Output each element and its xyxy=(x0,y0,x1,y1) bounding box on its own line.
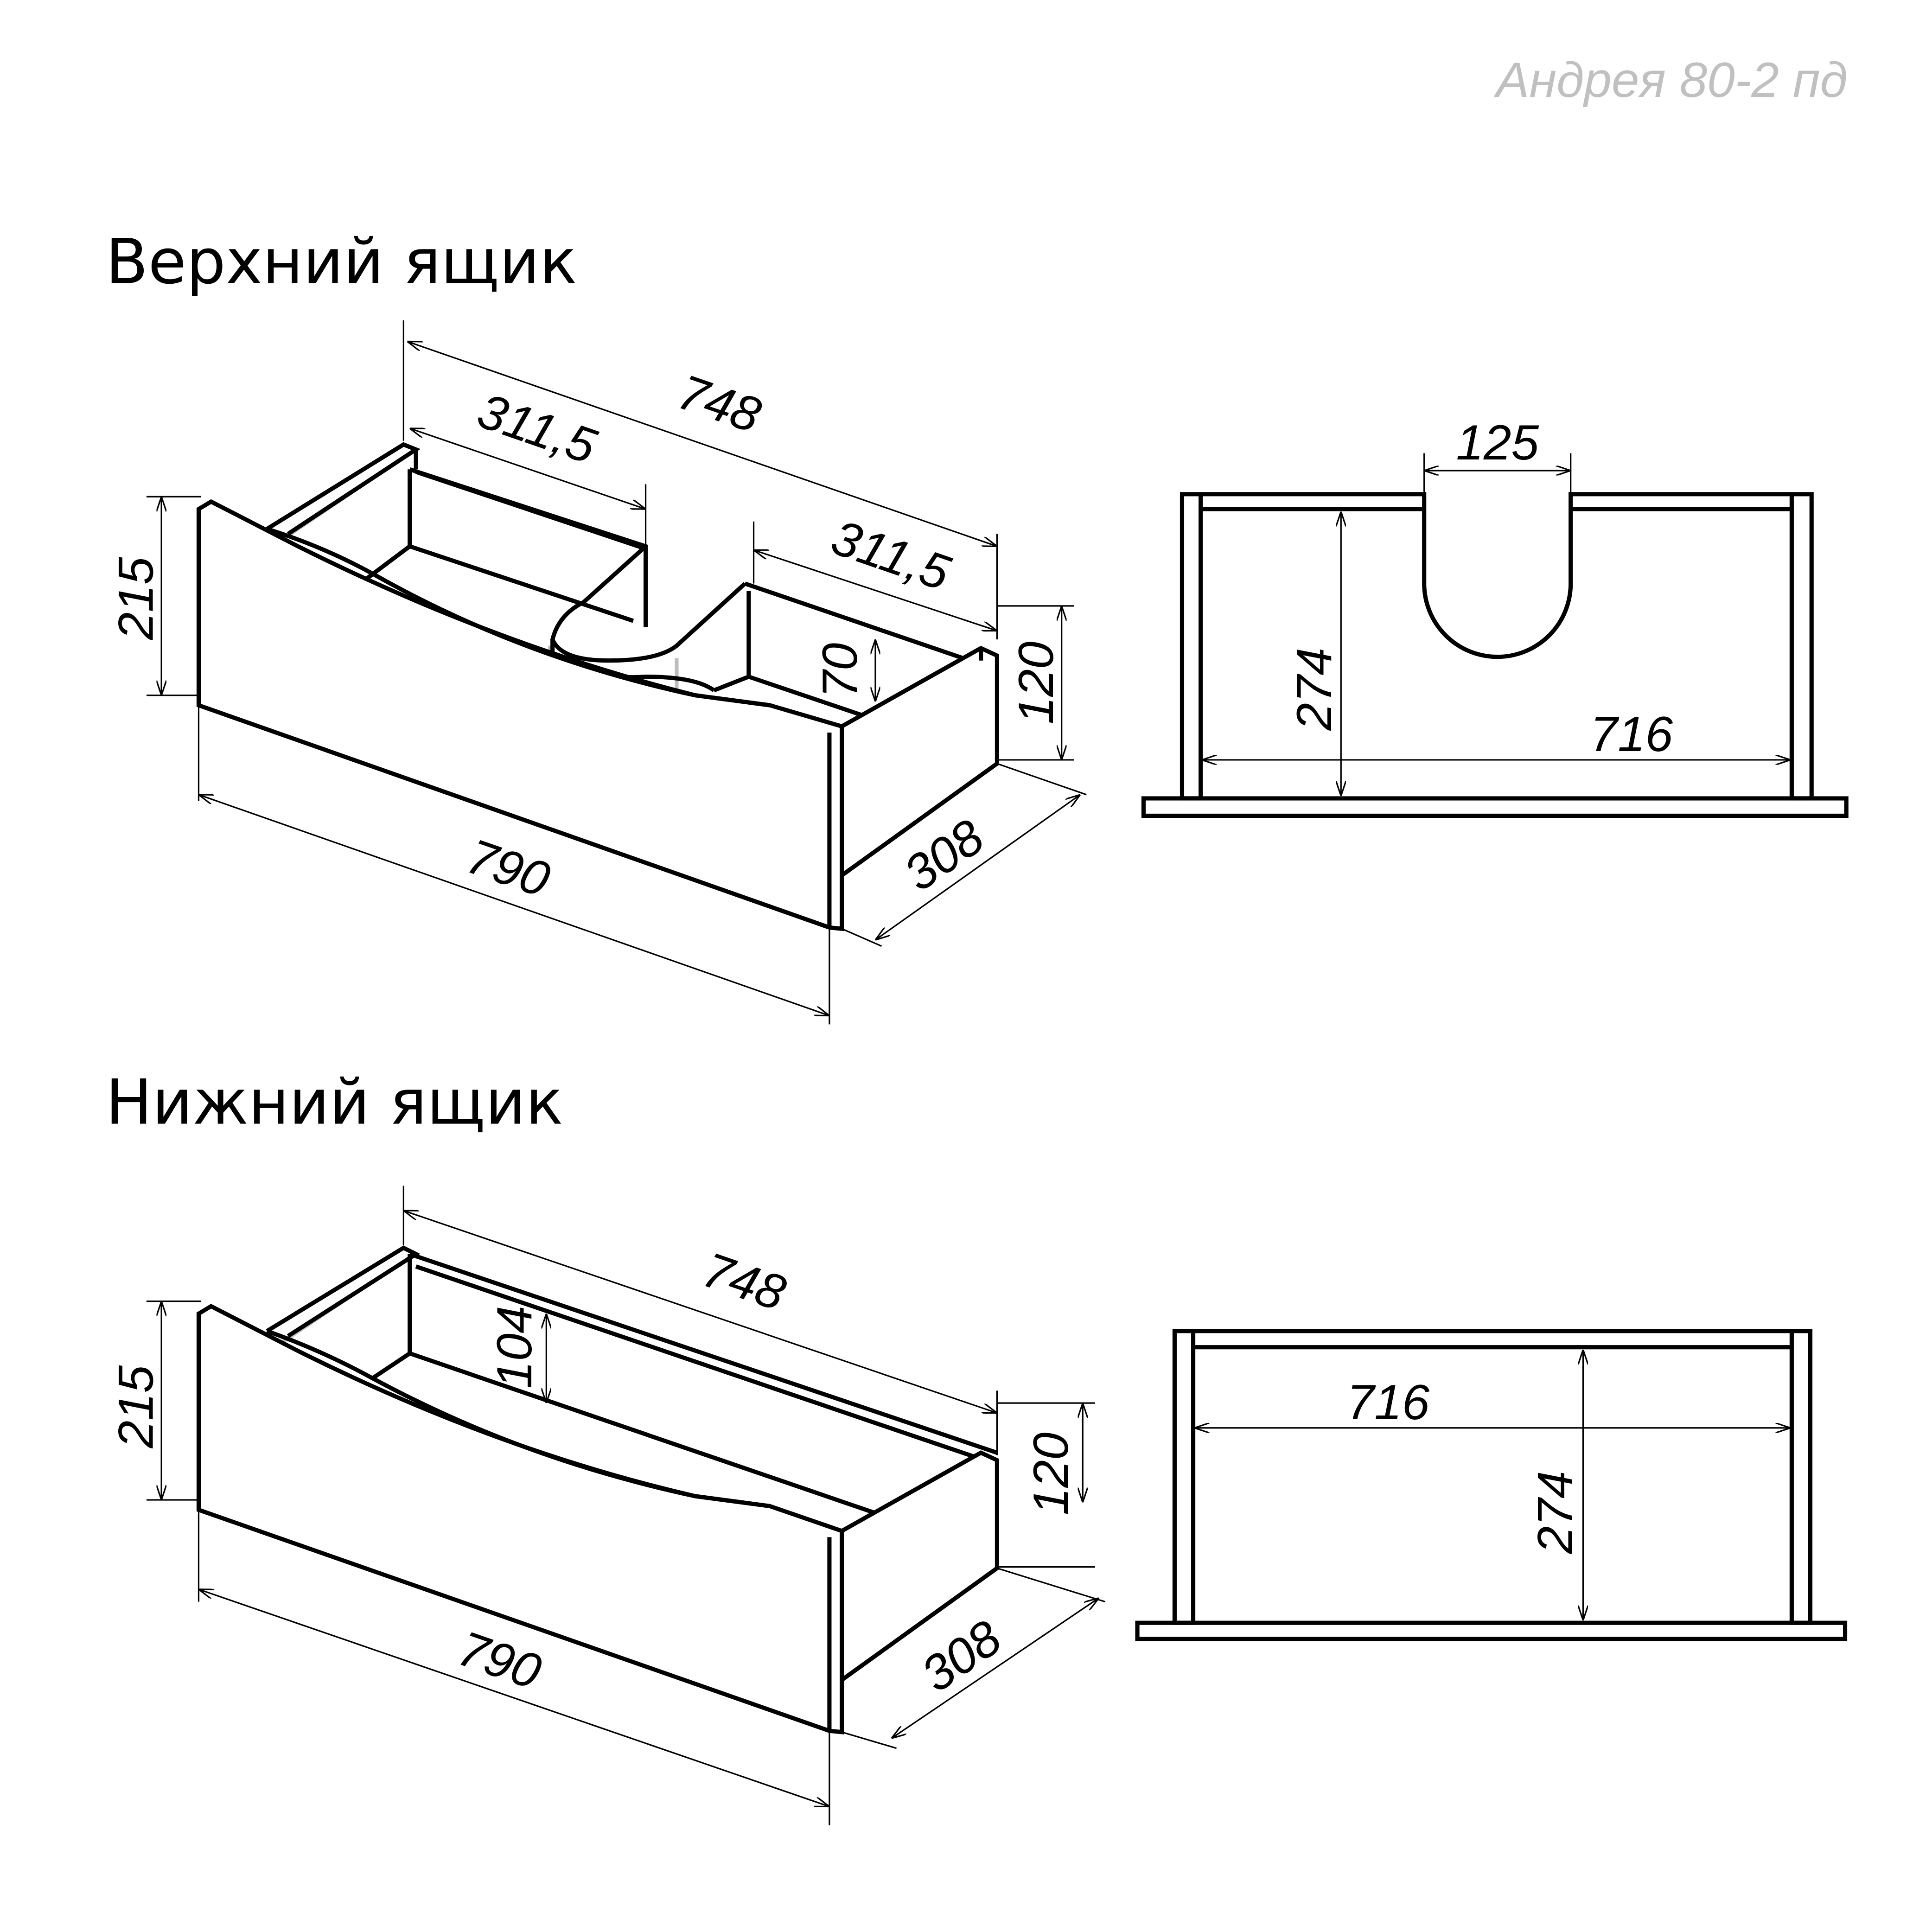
dim-lower-plan-716: 716 xyxy=(1347,1374,1430,1430)
dim-upper-plan-716: 716 xyxy=(1590,706,1673,762)
lower-drawer-iso xyxy=(196,1245,1000,1734)
dim-lower-748: 748 xyxy=(696,1242,792,1321)
dim-upper-215: 215 xyxy=(108,557,163,640)
dim-upper-311-left: 311,5 xyxy=(471,383,603,474)
dim-upper-748: 748 xyxy=(671,363,768,443)
dim-upper-plan-125: 125 xyxy=(1456,414,1539,470)
dim-lower-790: 790 xyxy=(452,1620,548,1700)
dim-lower-308: 308 xyxy=(911,1609,1011,1702)
dim-upper-790: 790 xyxy=(460,828,557,908)
dim-lower-plan-274: 274 xyxy=(1527,1471,1582,1554)
lower-drawer-heading: Нижний ящик xyxy=(106,1066,563,1139)
model-title: Андрея 80-2 пд xyxy=(1493,52,1848,108)
dim-upper-plan-274: 274 xyxy=(1286,648,1342,731)
upper-drawer-plan: 125 274 716 xyxy=(1141,414,1849,818)
dim-upper-70: 70 xyxy=(812,643,867,698)
upper-drawer-heading: Верхний ящик xyxy=(106,226,577,298)
dim-upper-311-right: 311,5 xyxy=(825,509,957,601)
dim-lower-104: 104 xyxy=(486,1306,542,1389)
dim-upper-120: 120 xyxy=(1008,642,1064,725)
upper-drawer-iso xyxy=(196,442,1000,931)
dim-lower-120: 120 xyxy=(1023,1432,1078,1515)
dim-lower-215: 215 xyxy=(108,1365,163,1448)
lower-drawer-plan: 716 274 xyxy=(1135,1329,1848,1641)
